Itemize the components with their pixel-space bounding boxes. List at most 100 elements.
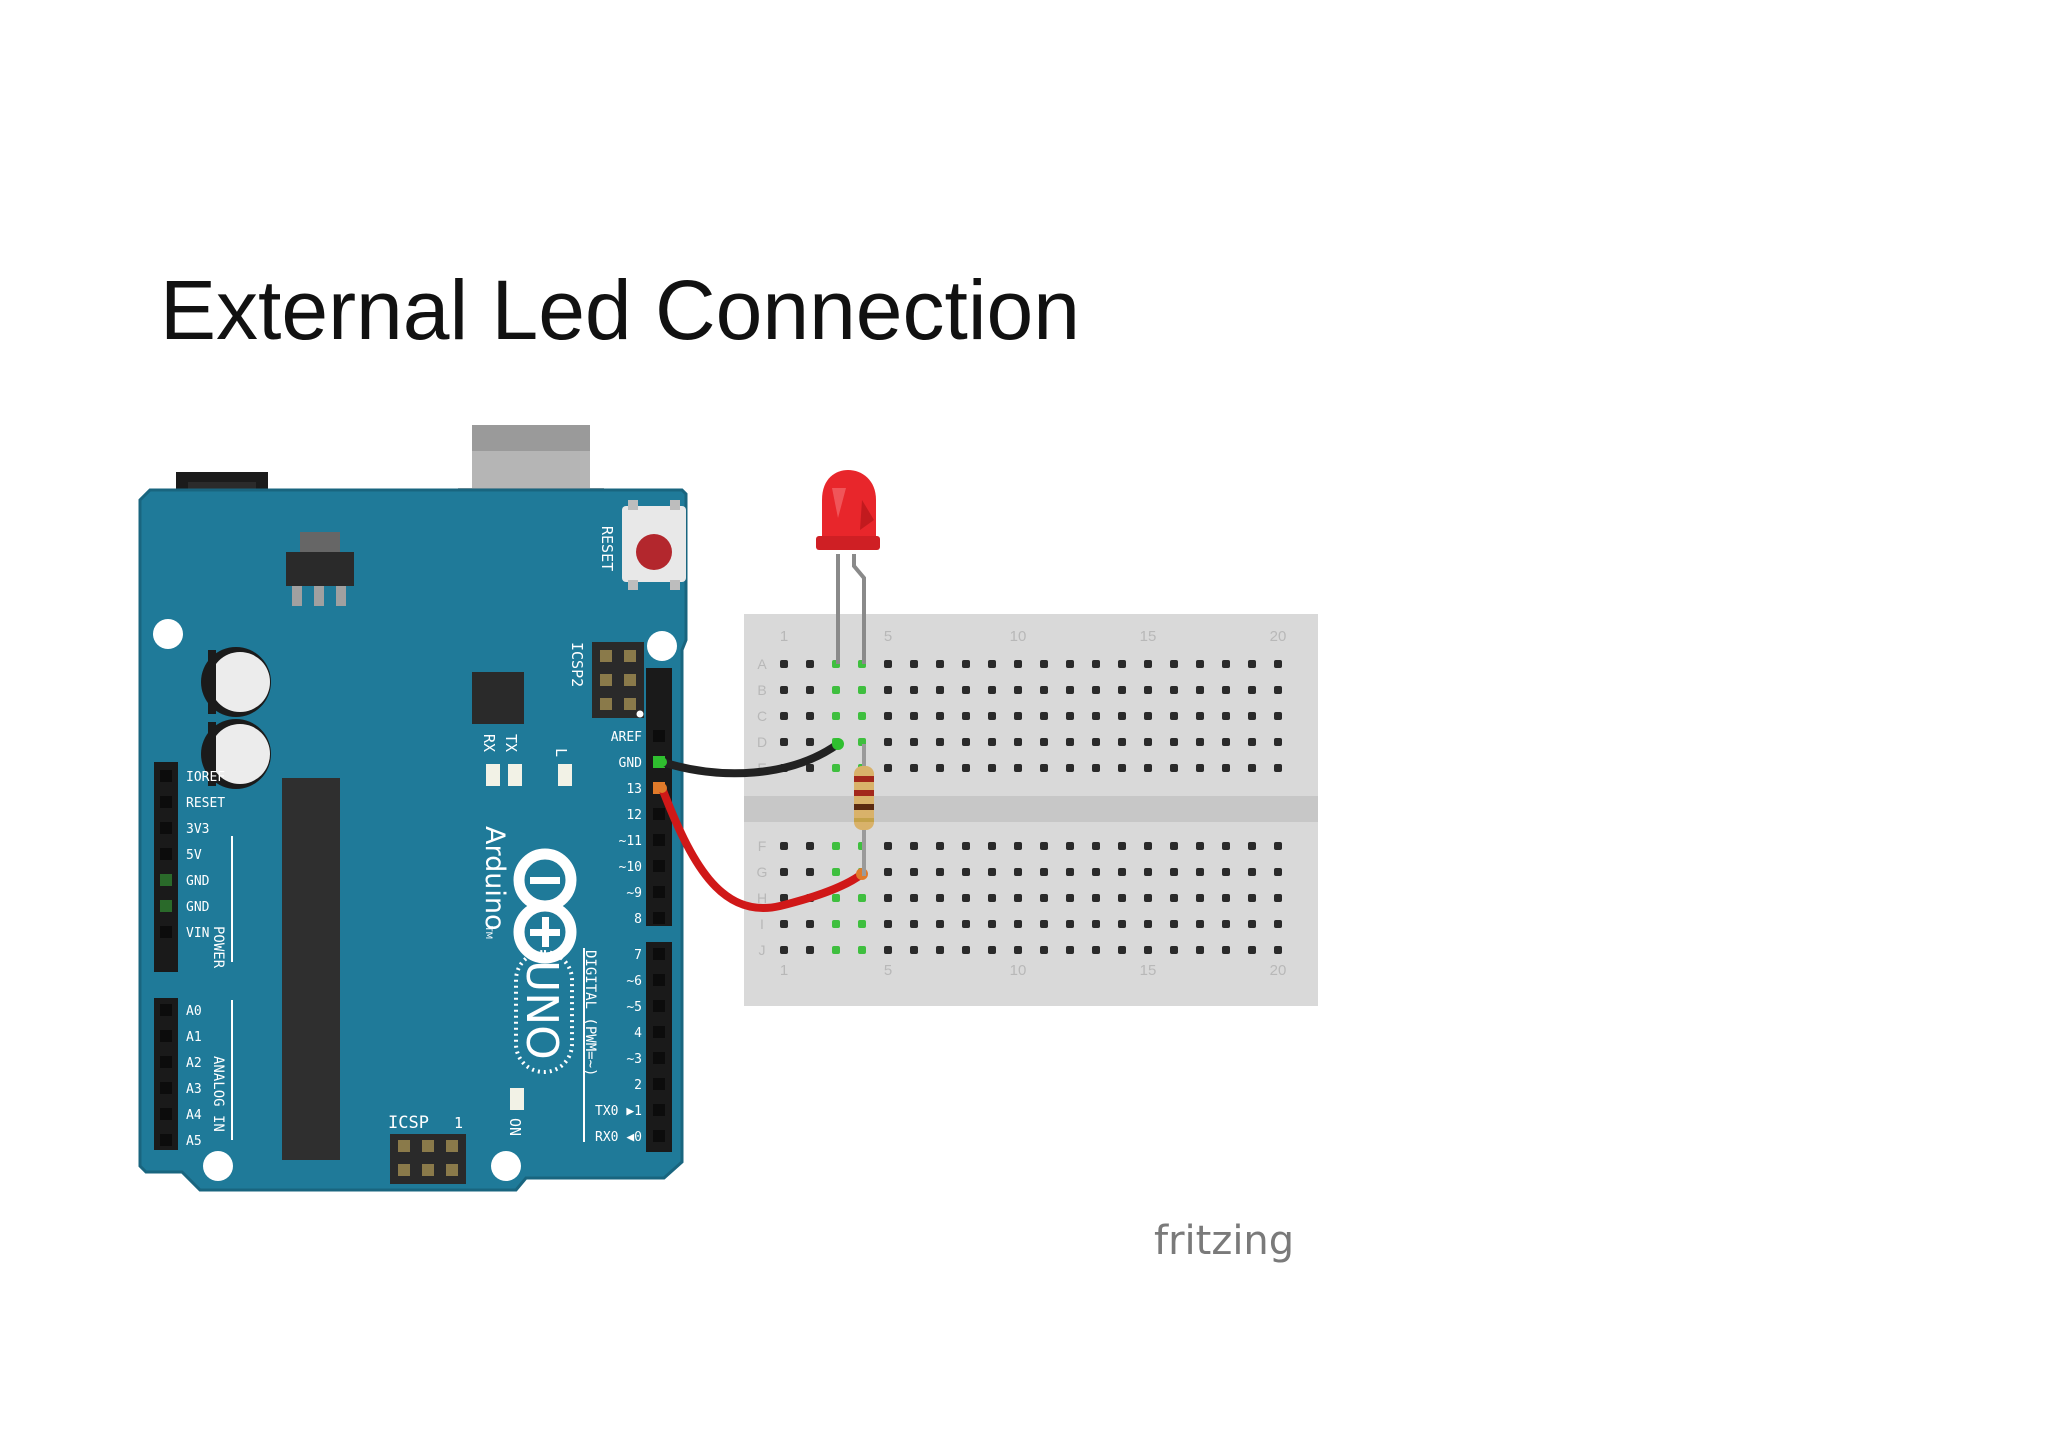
breadboard-hole[interactable]: [1274, 894, 1282, 902]
breadboard-hole[interactable]: [910, 764, 918, 772]
breadboard-hole[interactable]: [806, 868, 814, 876]
breadboard-hole[interactable]: [1092, 842, 1100, 850]
breadboard-hole[interactable]: [1118, 764, 1126, 772]
power-pin[interactable]: [160, 848, 172, 860]
breadboard-hole[interactable]: [962, 764, 970, 772]
breadboard-hole[interactable]: [1092, 946, 1100, 954]
breadboard-hole[interactable]: [1092, 686, 1100, 694]
breadboard-hole[interactable]: [1196, 712, 1204, 720]
breadboard-hole[interactable]: [1274, 712, 1282, 720]
breadboard-hole[interactable]: [1066, 946, 1074, 954]
breadboard-hole[interactable]: [1274, 920, 1282, 928]
analog-pin[interactable]: [160, 1082, 172, 1094]
breadboard-hole[interactable]: [1066, 738, 1074, 746]
breadboard-hole[interactable]: [1248, 894, 1256, 902]
breadboard-hole[interactable]: [962, 894, 970, 902]
breadboard-hole[interactable]: [936, 764, 944, 772]
breadboard-hole[interactable]: [832, 686, 840, 694]
breadboard-hole[interactable]: [1170, 738, 1178, 746]
analog-pin[interactable]: [160, 1108, 172, 1120]
breadboard-hole[interactable]: [910, 842, 918, 850]
breadboard-hole[interactable]: [806, 842, 814, 850]
breadboard-hole[interactable]: [884, 686, 892, 694]
signal-wire[interactable]: [658, 784, 866, 912]
digital-pin[interactable]: [653, 1026, 665, 1038]
breadboard-hole[interactable]: [858, 712, 866, 720]
breadboard-hole[interactable]: [1170, 868, 1178, 876]
breadboard-hole[interactable]: [780, 738, 788, 746]
reset-button[interactable]: [622, 500, 686, 590]
breadboard-hole[interactable]: [1222, 842, 1230, 850]
breadboard-hole[interactable]: [858, 686, 866, 694]
breadboard-hole[interactable]: [1118, 868, 1126, 876]
digital-pin[interactable]: [653, 808, 665, 820]
breadboard-hole[interactable]: [1274, 686, 1282, 694]
breadboard-hole[interactable]: [1170, 946, 1178, 954]
breadboard-hole[interactable]: [1092, 868, 1100, 876]
breadboard-hole[interactable]: [780, 894, 788, 902]
breadboard-hole[interactable]: [1222, 660, 1230, 668]
breadboard-hole[interactable]: [1040, 946, 1048, 954]
breadboard-hole[interactable]: [832, 764, 840, 772]
breadboard-hole[interactable]: [1222, 868, 1230, 876]
breadboard-hole[interactable]: [1274, 738, 1282, 746]
breadboard-hole[interactable]: [780, 868, 788, 876]
breadboard-hole[interactable]: [780, 686, 788, 694]
breadboard-hole[interactable]: [936, 894, 944, 902]
breadboard-hole[interactable]: [1040, 842, 1048, 850]
breadboard-hole[interactable]: [988, 712, 996, 720]
breadboard-hole[interactable]: [1222, 946, 1230, 954]
breadboard-hole[interactable]: [1066, 842, 1074, 850]
breadboard-hole[interactable]: [988, 894, 996, 902]
power-pin[interactable]: [160, 796, 172, 808]
breadboard-hole[interactable]: [1222, 764, 1230, 772]
breadboard-hole[interactable]: [1248, 946, 1256, 954]
breadboard-hole[interactable]: [1248, 920, 1256, 928]
breadboard-hole[interactable]: [806, 712, 814, 720]
breadboard-hole[interactable]: [884, 946, 892, 954]
breadboard-hole[interactable]: [1196, 686, 1204, 694]
breadboard-hole[interactable]: [1196, 894, 1204, 902]
digital-pin[interactable]: [653, 860, 665, 872]
breadboard-hole[interactable]: [1092, 738, 1100, 746]
breadboard-hole[interactable]: [780, 842, 788, 850]
breadboard-hole[interactable]: [1274, 764, 1282, 772]
breadboard-hole[interactable]: [910, 894, 918, 902]
breadboard-hole[interactable]: [832, 894, 840, 902]
analog-pin[interactable]: [160, 1056, 172, 1068]
breadboard-hole[interactable]: [806, 738, 814, 746]
breadboard-hole[interactable]: [780, 920, 788, 928]
breadboard-hole[interactable]: [1222, 920, 1230, 928]
breadboard-hole[interactable]: [936, 712, 944, 720]
breadboard-hole[interactable]: [1118, 842, 1126, 850]
breadboard-hole[interactable]: [1222, 686, 1230, 694]
breadboard-hole[interactable]: [858, 894, 866, 902]
breadboard-hole[interactable]: [988, 920, 996, 928]
breadboard-hole[interactable]: [832, 842, 840, 850]
breadboard-hole[interactable]: [1040, 738, 1048, 746]
breadboard-hole[interactable]: [988, 868, 996, 876]
breadboard-hole[interactable]: [1066, 920, 1074, 928]
breadboard-hole[interactable]: [1144, 738, 1152, 746]
breadboard-hole[interactable]: [936, 868, 944, 876]
breadboard-hole[interactable]: [858, 946, 866, 954]
breadboard-hole[interactable]: [1092, 920, 1100, 928]
power-pin[interactable]: [160, 926, 172, 938]
breadboard-hole[interactable]: [910, 660, 918, 668]
digital-pin[interactable]: [653, 1130, 665, 1142]
breadboard-hole[interactable]: [910, 920, 918, 928]
breadboard-hole[interactable]: [1040, 920, 1048, 928]
breadboard-hole[interactable]: [1144, 660, 1152, 668]
breadboard-hole[interactable]: [1118, 920, 1126, 928]
breadboard-hole[interactable]: [910, 712, 918, 720]
breadboard-hole[interactable]: [1014, 660, 1022, 668]
breadboard-hole[interactable]: [1118, 686, 1126, 694]
breadboard-hole[interactable]: [884, 660, 892, 668]
breadboard-hole[interactable]: [1118, 712, 1126, 720]
breadboard-hole[interactable]: [962, 712, 970, 720]
breadboard-hole[interactable]: [832, 946, 840, 954]
breadboard-hole[interactable]: [1274, 868, 1282, 876]
resistor[interactable]: [854, 744, 874, 876]
breadboard-hole[interactable]: [1118, 738, 1126, 746]
breadboard-hole[interactable]: [884, 764, 892, 772]
